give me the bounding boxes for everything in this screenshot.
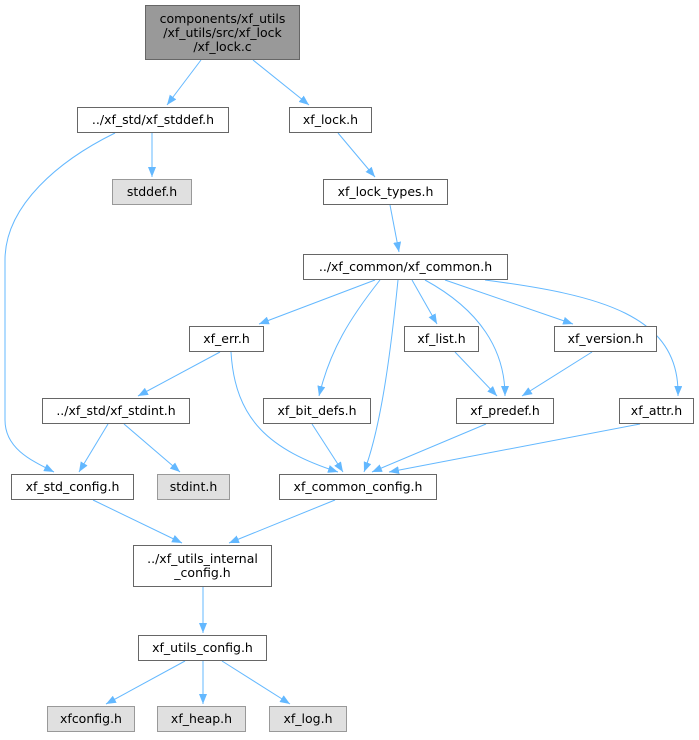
node-stddef: stddef.h <box>112 179 192 205</box>
node-label: xf_attr.h <box>630 403 683 418</box>
node-xf-stddef[interactable]: ../xf_std/xf_stddef.h <box>77 107 229 133</box>
node-label: xf_bit_defs.h <box>277 403 357 418</box>
node-label: xf_heap.h <box>170 711 233 726</box>
node-label: xf_list.h <box>417 331 466 346</box>
node-xf-predef[interactable]: xf_predef.h <box>456 398 554 424</box>
node-label: xf_common_config.h <box>293 479 423 494</box>
node-label: xfconfig.h <box>60 711 122 726</box>
node-label-line-2: _config.h <box>174 565 231 580</box>
node-xf-bit-defs[interactable]: xf_bit_defs.h <box>263 398 371 424</box>
node-label: xf_predef.h <box>470 403 540 418</box>
node-xf-version[interactable]: xf_version.h <box>554 326 657 352</box>
node-label: xf_version.h <box>567 331 644 346</box>
edge-xf-err-to-xf-stdint <box>137 351 221 397</box>
edge-xf-stdint-to-xf-std-config <box>78 423 109 473</box>
edge-xf-version-to-xf-predef <box>521 351 593 397</box>
edge-xf-list-to-xf-predef <box>454 351 498 397</box>
edge-xf-common-config-to-internal-config <box>228 499 336 544</box>
edge-root-to-xf-lock <box>252 59 310 106</box>
node-xf-lock-types[interactable]: xf_lock_types.h <box>323 179 448 205</box>
edge-xf-bit-defs-to-xf-common-config <box>311 423 344 473</box>
node-root-xf-lock-c: components/xf_utils /xf_utils/src/xf_loc… <box>145 5 300 60</box>
edge-xf-predef-to-xf-common-config <box>371 423 487 473</box>
root-line-2: /xf_utils/src/xf_lock <box>163 24 282 40</box>
node-xf-attr[interactable]: xf_attr.h <box>619 398 694 424</box>
node-label: ../xf_std/xf_stdint.h <box>56 403 176 418</box>
edge-xf-utils-config-to-xfconfig <box>105 660 186 705</box>
node-xf-utils-config[interactable]: xf_utils_config.h <box>138 635 267 661</box>
node-label: xf_lock.h <box>302 112 359 127</box>
node-label: xf_log.h <box>283 711 333 726</box>
node-label: xf_err.h <box>203 331 250 346</box>
node-xf-common[interactable]: ../xf_common/xf_common.h <box>303 254 508 280</box>
edge-xf-common-to-xf-bit-defs <box>317 279 381 397</box>
edge-xf-utils-config-to-xf-log <box>221 660 291 705</box>
node-label: stddef.h <box>126 184 178 199</box>
edge-xf-common-to-xf-err <box>258 279 376 325</box>
root-line-1: components/xf_utils <box>159 10 286 26</box>
node-xf-heap: xf_heap.h <box>157 706 246 732</box>
edge-xf-common-to-xf-common-config <box>363 279 399 473</box>
node-xfconfig: xfconfig.h <box>47 706 135 732</box>
node-xf-stdint[interactable]: ../xf_std/xf_stdint.h <box>42 398 190 424</box>
node-xf-list[interactable]: xf_list.h <box>404 326 479 352</box>
node-stdint: stdint.h <box>157 474 230 500</box>
node-label: xf_utils_config.h <box>152 640 253 655</box>
edge-xf-attr-to-xf-common-config <box>388 423 641 475</box>
node-label: ../xf_common/xf_common.h <box>318 259 493 274</box>
node-xf-lock[interactable]: xf_lock.h <box>289 107 372 133</box>
node-xf-std-config[interactable]: xf_std_config.h <box>11 474 134 500</box>
node-label-line-1: ../xf_utils_internal <box>147 551 258 566</box>
edge-xf-lock-types-to-xf-common <box>389 204 402 253</box>
edge-root-to-xf-stddef <box>166 59 202 106</box>
node-xf-log: xf_log.h <box>269 706 347 732</box>
edge-xf-stdint-to-stdint <box>123 423 181 473</box>
root-line-3: /xf_lock.c <box>193 38 252 54</box>
edge-xf-std-config-to-internal-config <box>92 499 183 544</box>
edge-xf-common-to-xf-list <box>411 279 438 325</box>
node-label: stdint.h <box>169 479 218 494</box>
node-label: xf_std_config.h <box>25 479 120 494</box>
node-xf-utils-internal-config[interactable]: ../xf_utils_internal _config.h <box>133 545 272 587</box>
edge-xf-common-to-xf-version <box>444 279 574 325</box>
edge-xf-lock-to-xf-lock-types <box>337 132 376 178</box>
node-label: xf_lock_types.h <box>337 184 434 199</box>
node-xf-err[interactable]: xf_err.h <box>189 326 264 352</box>
node-label: ../xf_std/xf_stddef.h <box>91 112 215 127</box>
node-xf-common-config[interactable]: xf_common_config.h <box>279 474 437 500</box>
